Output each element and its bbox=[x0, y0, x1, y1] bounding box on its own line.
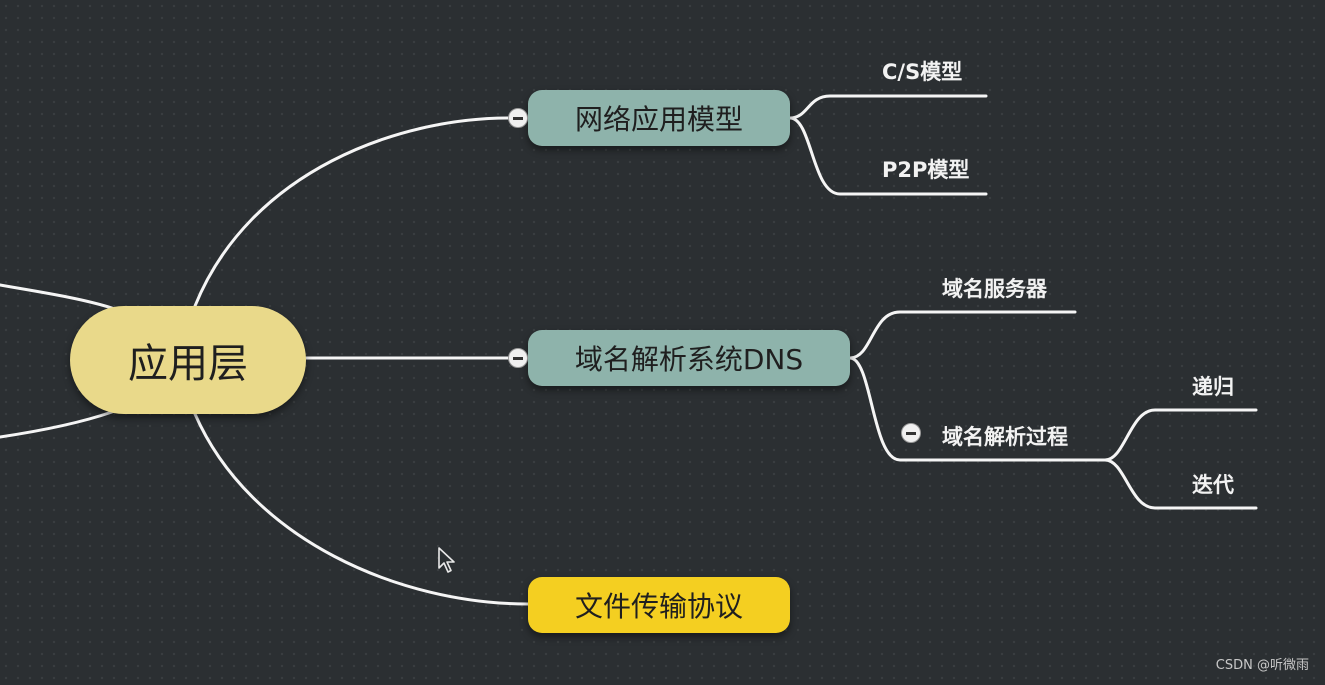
connector-dns-server bbox=[848, 310, 1077, 360]
leaf-iterative[interactable]: 迭代 bbox=[1192, 473, 1234, 497]
collapse-icon[interactable] bbox=[508, 108, 528, 128]
root-label: 应用层 bbox=[128, 341, 248, 387]
collapse-icon[interactable] bbox=[901, 423, 921, 443]
branch-label: 域名解析系统DNS bbox=[574, 343, 804, 376]
connector-model-cs bbox=[788, 94, 988, 120]
leaf-dns-server[interactable]: 域名服务器 bbox=[942, 277, 1047, 301]
leaf-recursive[interactable]: 递归 bbox=[1192, 375, 1234, 399]
connector-model-p2p bbox=[788, 116, 988, 196]
branch-node-dns[interactable]: 域名解析系统DNS bbox=[528, 330, 850, 386]
leaf-p2p-model[interactable]: P2P模型 bbox=[882, 158, 970, 182]
branch-node-ftp[interactable]: 文件传输协议 bbox=[528, 577, 790, 633]
branch-label: 网络应用模型 bbox=[574, 103, 743, 136]
collapse-icon[interactable] bbox=[508, 348, 528, 368]
connector-root-left-lower bbox=[0, 410, 114, 439]
connector-root-ftp bbox=[193, 412, 530, 606]
branch-label: 文件传输协议 bbox=[574, 590, 743, 623]
root-node[interactable]: 应用层 bbox=[70, 306, 306, 414]
connector-root-left-upper bbox=[0, 283, 114, 310]
connector-root-model bbox=[193, 116, 510, 308]
connector-process-iterative bbox=[1103, 458, 1258, 510]
leaf-dns-process[interactable]: 域名解析过程 bbox=[942, 425, 1068, 449]
leaf-cs-model[interactable]: C/S模型 bbox=[882, 60, 963, 84]
mouse-cursor-icon bbox=[438, 547, 455, 573]
watermark-text: CSDN @听微雨 bbox=[1215, 658, 1309, 673]
connector-process-recursive bbox=[1103, 408, 1258, 462]
connector-dns-process bbox=[848, 356, 1107, 462]
branch-node-network-model[interactable]: 网络应用模型 bbox=[528, 90, 790, 146]
